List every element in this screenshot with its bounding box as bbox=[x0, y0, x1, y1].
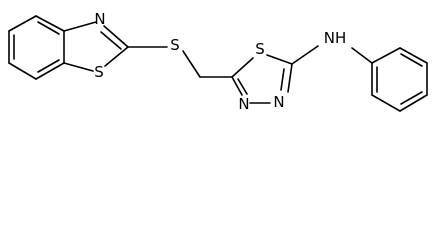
thiadiazole-nitrogen-1-label: N bbox=[273, 93, 284, 111]
thioether-linker bbox=[127, 46, 233, 78]
amine-label: NH bbox=[324, 29, 347, 47]
thioether-sulfur-label: S bbox=[170, 36, 180, 54]
thiadiazole-nitrogen-2-label: N bbox=[238, 95, 249, 113]
amine-link bbox=[291, 45, 373, 65]
benzothiazole-thiazole-ring bbox=[63, 21, 129, 72]
thiadiazole-ring bbox=[231, 54, 293, 104]
phenyl-ring bbox=[371, 47, 428, 112]
thiadiazole-sulfur-label: S bbox=[255, 40, 265, 58]
chemical-structure: N S S S NH N N bbox=[8, 10, 428, 113]
benzothiazole-sulfur-label: S bbox=[94, 63, 104, 81]
benzothiazole-benzene-ring bbox=[8, 15, 65, 80]
benzothiazole-nitrogen-label: N bbox=[94, 10, 105, 28]
